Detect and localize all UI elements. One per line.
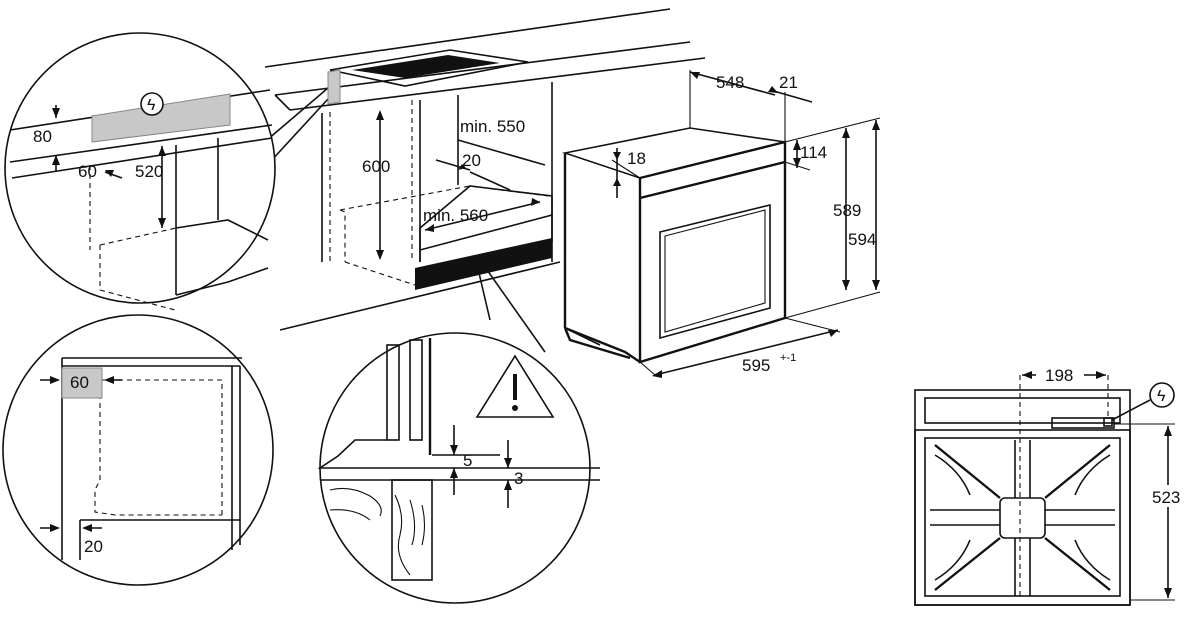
detail-top-dim-60: 60: [78, 162, 97, 181]
dim-114-label: 114: [800, 143, 827, 162]
dim-595-line: [654, 329, 839, 376]
dim-21-label: 21: [779, 73, 798, 92]
dim-595-label: 595: [742, 356, 770, 375]
dim-548-label: 548: [716, 73, 744, 92]
dim-548-line: [689, 71, 776, 96]
dim-594-label: 594: [848, 230, 876, 249]
electric-hazard-symbol: ϟ: [147, 97, 156, 114]
oven-drawing: [561, 70, 881, 378]
dim-550-line: [457, 139, 546, 166]
detail-bottom-dim-5: 5: [463, 451, 472, 470]
detail-bottom-dim-3: 3: [514, 469, 523, 488]
detail-circle-side: [2, 314, 274, 586]
dim-198-label: 198: [1045, 366, 1073, 385]
dim-600-label: 600: [362, 157, 390, 176]
detail-circle-top: [4, 32, 341, 311]
detail-top-dim-80: 80: [33, 127, 52, 146]
dim-595-tolerance: +-1: [780, 352, 796, 364]
dim-560-line: [424, 201, 541, 231]
dim-min550-label: min. 550: [460, 117, 525, 136]
dim-18-label: 18: [627, 149, 646, 168]
dim-20-label: 20: [462, 151, 481, 170]
detail-side-dim-20: 20: [84, 537, 103, 556]
hob-electric-hazard-icon: [1149, 382, 1175, 408]
hob-electric-hazard-symbol: ϟ: [1157, 388, 1166, 405]
detail-top-dim-520: 520: [135, 162, 163, 181]
dim-589-label: 589: [833, 201, 861, 220]
dim-523-label: 523: [1152, 488, 1180, 507]
hob-drawing: [914, 371, 1175, 606]
dim-min560-label: min. 560: [423, 206, 488, 225]
electric-hazard-icon: [140, 92, 164, 116]
detail-side-dim-60: 60: [70, 373, 89, 392]
detail-circle-bottom: [317, 259, 600, 604]
warning-triangle-icon: [475, 354, 555, 418]
